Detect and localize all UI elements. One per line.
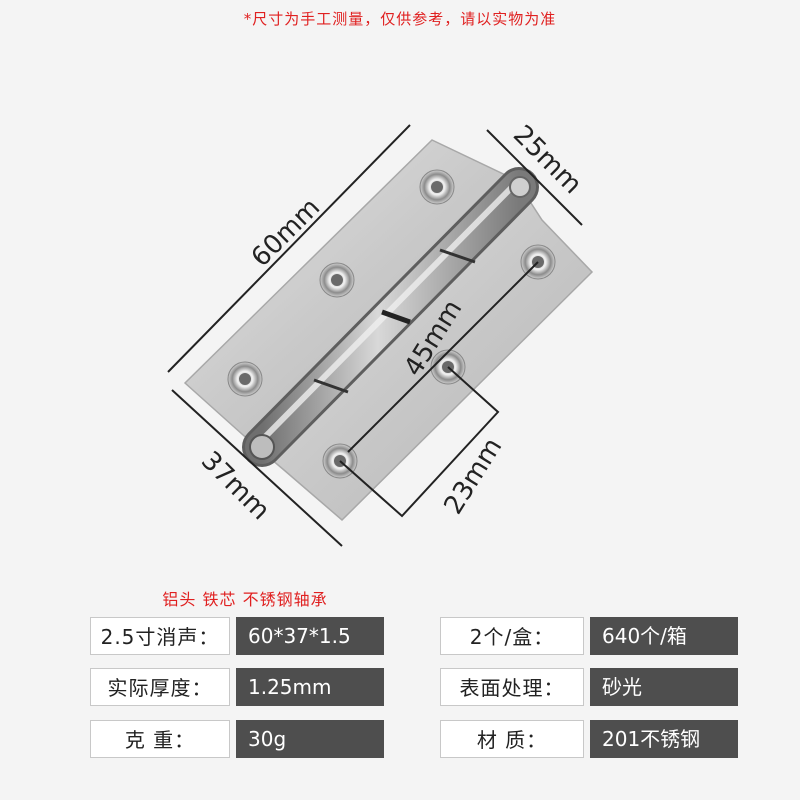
dimension-label-hole-offset: 23mm	[438, 433, 508, 520]
dimension-line-leaf-width	[486, 129, 583, 226]
spec-value-packing: 640个/箱	[590, 617, 738, 655]
dimension-lines	[167, 124, 583, 547]
spec-value-finish: 砂光	[590, 668, 738, 706]
barrel-cap-top	[509, 176, 531, 198]
dimension-line-hole-spacing	[347, 261, 539, 453]
hinge-barrel	[242, 167, 539, 467]
barrel-cap-bottom	[249, 434, 275, 460]
hinge-body	[183, 139, 594, 522]
dimension-line-length	[167, 124, 411, 373]
spec-label-material: 材 质：	[440, 720, 584, 758]
spec-value-model: 60*37*1.5	[236, 617, 384, 655]
spec-value-material: 201不锈钢	[590, 720, 738, 758]
knuckle-joint-2	[381, 309, 411, 325]
spec-value-weight: 30g	[236, 720, 384, 758]
disclaimer-note: *尺寸为手工测量，仅供参考，请以实物为准	[243, 10, 557, 28]
spec-value-thickness: 1.25mm	[236, 668, 384, 706]
spec-label-weight: 克 重：	[90, 720, 230, 758]
knuckle-joint-3	[313, 378, 349, 394]
spec-label-packing: 2个/盒：	[440, 617, 584, 655]
hinge-product-illustration: 60mm 37mm 25mm 45mm 23mm	[167, 120, 594, 547]
feature-tagline: 铝头 铁芯 不锈钢轴承	[162, 590, 328, 609]
dimension-line-width	[171, 389, 343, 547]
spec-label-thickness: 实际厚度：	[90, 668, 230, 706]
spec-label-model: 2.5寸消声：	[90, 617, 230, 655]
spec-label-finish: 表面处理：	[440, 668, 584, 706]
dimension-line-hole-offset	[339, 366, 500, 518]
knuckle-joint-1	[439, 248, 476, 264]
